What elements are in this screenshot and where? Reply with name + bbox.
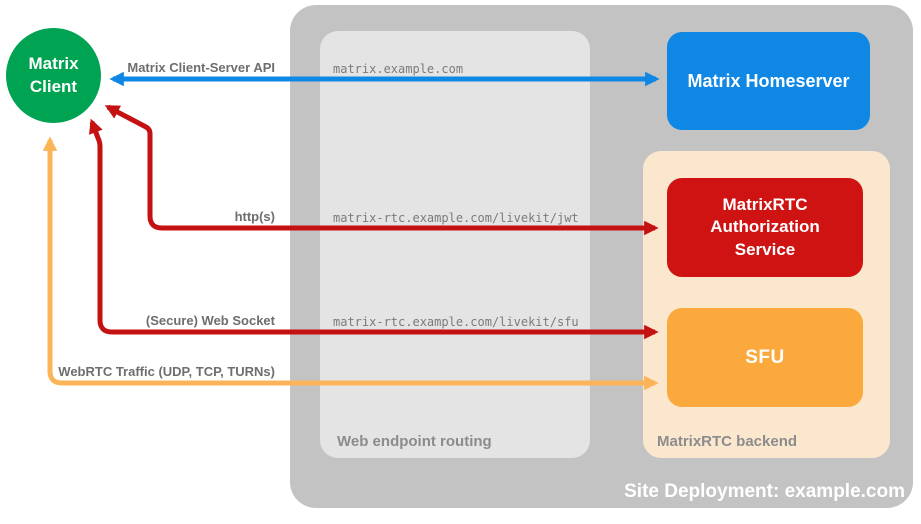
label-webrtc-traffic: WebRTC Traffic (UDP, TCP, TURNs) [58, 364, 275, 379]
web-endpoint-routing-container [320, 31, 590, 458]
label-matrix-client-server-api: Matrix Client-Server API [127, 60, 275, 75]
label-https: http(s) [234, 209, 275, 224]
label-secure-web-socket: (Secure) Web Socket [145, 313, 275, 328]
node-matrix-homeserver: Matrix Homeserver [667, 32, 870, 130]
node-matrixrtc-authorization-service: MatrixRTC Authorization Service [667, 178, 863, 277]
web-endpoint-routing-label: Web endpoint routing [337, 433, 492, 450]
node-matrix-client: Matrix Client [6, 28, 101, 123]
matrixrtc-backend-label: MatrixRTC backend [657, 433, 798, 450]
endpoint-livekit-jwt: matrix-rtc.example.com/livekit/jwt [333, 211, 579, 225]
endpoint-livekit-sfu: matrix-rtc.example.com/livekit/sfu [333, 315, 579, 329]
site-deployment-label: Site Deployment: example.com [624, 481, 905, 502]
endpoint-matrix-example-com: matrix.example.com [333, 62, 464, 76]
node-sfu: SFU [667, 308, 863, 407]
